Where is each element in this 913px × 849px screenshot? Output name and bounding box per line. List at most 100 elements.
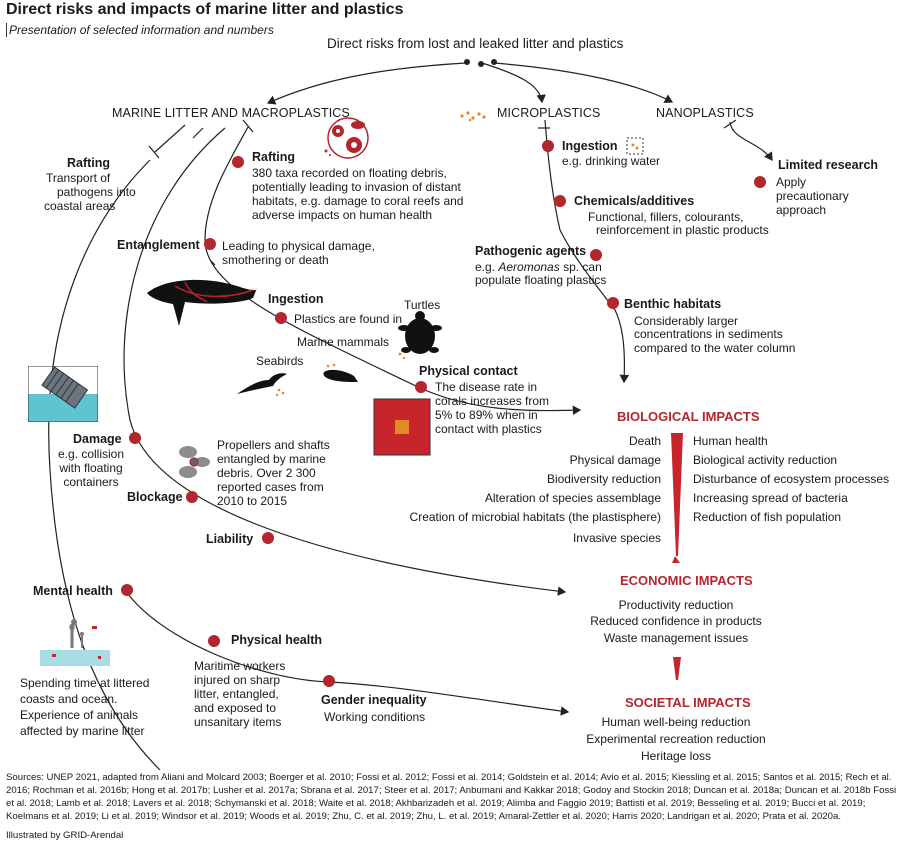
biological-impact-item: Biological activity reduction [693,453,838,467]
damage-line: e.g. collision [57,447,125,461]
societal-impact-item: Heritage loss [640,749,712,763]
turtles-label: Turtles [404,298,441,312]
gender-inequality-text: Working conditions [324,710,426,724]
benthic-line: concentrations in sediments [634,327,783,341]
rafting-line: habitats, e.g. damage to coral reefs and [252,194,464,208]
entanglement-title: Entanglement [117,238,200,252]
blockage-line: entangled by marine [217,452,326,466]
biological-impact-item: Alteration of species assemblage [484,491,661,505]
mental-health-line: affected by marine litter [20,724,145,738]
physical-health-line: injured on sharp [194,673,281,687]
entanglement-line: smothering or death [222,253,329,267]
damage-line: containers [63,475,119,489]
pathogenic-title: Pathogenic agents [475,244,587,258]
page-subtitle: Presentation of selected information and… [6,23,274,37]
physical-health-line: unsanitary items [194,715,282,729]
marine-mammals-label: Marine mammals [297,335,390,349]
rafting-title: Rafting [252,150,296,164]
debris-microbe-icon [324,117,369,159]
rafting-line: adverse impacts on human health [252,208,433,222]
economic-impact-item: Reduced confidence in products [590,614,762,628]
sinking-container-icon [28,366,98,422]
rafting-line: 380 taxa recorded on floating debris, [252,166,447,180]
physical-contact-line: contact with plastics [435,422,542,436]
economic-impact-item: Productivity reduction [618,598,734,612]
mental-health-line: Spending time at littered [20,676,150,690]
societal-impacts-title: SOCIETAL IMPACTS [625,695,751,710]
biological-impact-item: Disturbance of ecosystem processes [693,472,890,486]
biological-impact-item: Human health [693,434,768,448]
whale-icon [147,279,257,326]
ingestion-title: Ingestion [268,292,324,306]
littered-coast-icon [40,619,110,666]
rafting-left-line: Transport of [46,171,111,185]
micro-ingestion-text: e.g. drinking water [562,154,661,168]
physical-contact-line: corals increases from [435,394,550,408]
chemicals-line: reinforcement in plastic products [596,223,769,237]
ingestion-text: Plastics are found in [294,312,403,326]
credit-text: Illustrated by GRID-Arendal [6,830,124,841]
damage-line: with floating [59,461,123,475]
biological-impact-item: Invasive species [572,531,661,545]
water-glass-icon [626,137,644,155]
societal-impact-item: Human well-being reduction [601,715,751,729]
seabirds-label: Seabirds [256,354,304,368]
benthic-title: Benthic habitats [624,297,722,311]
chemicals-title: Chemicals/additives [574,194,695,208]
biological-impact-item: Biodiversity reduction [546,472,661,486]
limited-research-line: precautionary [776,189,849,203]
propeller-icon [179,446,210,478]
physical-health-line: litter, entangled, [194,687,279,701]
economic-impact-item: Waste management issues [603,631,749,645]
limited-research-line: approach [776,203,827,217]
mental-health-line: coasts and ocean. [20,692,118,706]
coral-contact-icon [373,398,431,456]
pathogenic-line2: populate floating plastics [475,273,607,287]
rafting-left-line: coastal areas [44,199,116,213]
pathogenic-line1: e.g. Aeromonas sp. can [475,260,602,274]
biological-impact-item: Increasing spread of bacteria [693,491,848,505]
micro-ingestion-title: Ingestion [562,139,618,153]
limited-research-title: Limited research [778,158,879,172]
blockage-line: reported cases from [217,480,324,494]
sources-text: Sources: UNEP 2021, adapted from Aliani … [6,772,897,822]
blockage-line: debris. Over 2 300 [217,466,316,480]
physical-contact-line: 5% to 89% when in [435,408,538,422]
turtle-icon [398,311,442,360]
category-nanoplastics: NANOPLASTICS [656,106,754,120]
biological-impact-item: Creation of microbial habitats (the plas… [409,510,661,524]
physical-health-line: Maritime workers [194,659,286,673]
rafting-left-title: Rafting [67,156,111,170]
biological-impact-item: Reduction of fish population [693,510,842,524]
limited-research-line: Apply [776,175,807,189]
category-microplastics: MICROPLASTICS [497,106,601,120]
physical-health-line: and exposed to [194,701,277,715]
blockage-line: Propellers and shafts [217,438,330,452]
societal-impact-item: Experimental recreation reduction [586,732,766,746]
rafting-left-line: pathogens into [57,185,136,199]
physical-contact-line: The disease rate in [435,380,538,394]
blockage-line: 2010 to 2015 [217,494,288,508]
page-title: Direct risks and impacts of marine litte… [6,1,404,18]
mental-health-title: Mental health [33,584,113,598]
seabird-icon [237,373,287,397]
biological-impacts-title: BIOLOGICAL IMPACTS [617,409,760,424]
benthic-line: Considerably larger [634,314,739,328]
category-macroplastics: MARINE LITTER AND MACROPLASTICS [112,106,350,120]
blockage-title: Blockage [127,490,183,504]
economic-impacts-title: ECONOMIC IMPACTS [620,573,753,588]
root-node-label: Direct risks from lost and leaked litter… [327,36,624,51]
seal-icon [323,363,358,382]
microplastic-particles-icon [460,111,486,122]
mental-health-line: Experience of animals [20,708,139,722]
biological-impact-item: Physical damage [569,453,661,467]
biological-impact-item: Death [628,434,661,448]
physical-contact-title: Physical contact [419,364,518,378]
entanglement-line: Leading to physical damage, [222,239,375,253]
benthic-line: compared to the water column [634,341,796,355]
gender-inequality-title: Gender inequality [321,693,427,707]
damage-title: Damage [73,432,122,446]
liability-title: Liability [206,532,254,546]
physical-health-title: Physical health [231,633,323,647]
